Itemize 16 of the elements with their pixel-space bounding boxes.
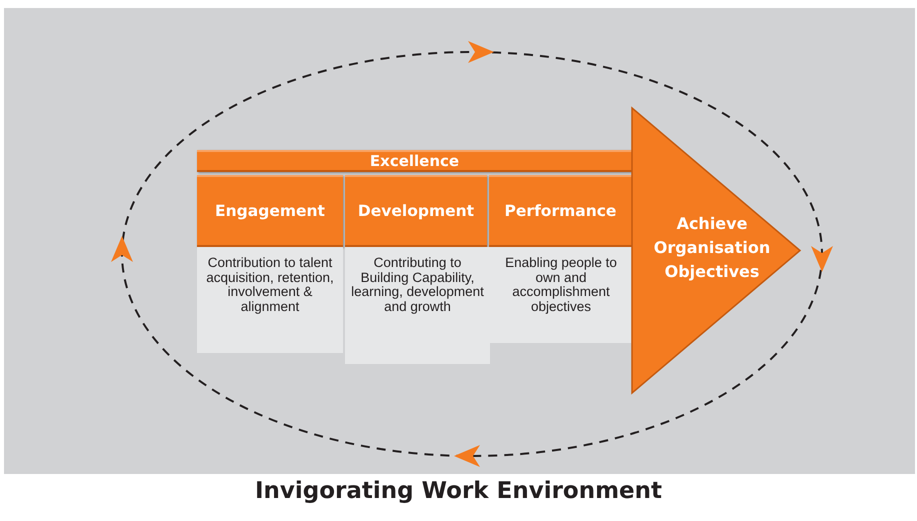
description-panel bbox=[490, 247, 632, 343]
excellence-bar bbox=[197, 150, 632, 172]
description-text: Contributing to Building Capability, learning, development and growth bbox=[350, 256, 485, 314]
pillar-header bbox=[345, 175, 487, 247]
arrow-text: Achieve Organisation Objectives bbox=[654, 214, 770, 281]
pillar-header bbox=[197, 175, 343, 247]
description-text: Enabling people to own and accomplishment objectives bbox=[504, 256, 618, 314]
bar-title: Excellence bbox=[370, 152, 460, 170]
pillar-header bbox=[489, 175, 632, 247]
description-panel bbox=[345, 247, 490, 364]
description-panel bbox=[197, 247, 343, 353]
pillar-title: Development bbox=[358, 202, 474, 220]
pillar-title: Engagement bbox=[215, 202, 325, 220]
description-text: Contribution to talent acquisition, retention, involvement & alignment bbox=[205, 256, 335, 314]
pillar-title: Performance bbox=[504, 202, 616, 220]
caption: Invigorating Work Environment bbox=[254, 478, 664, 504]
